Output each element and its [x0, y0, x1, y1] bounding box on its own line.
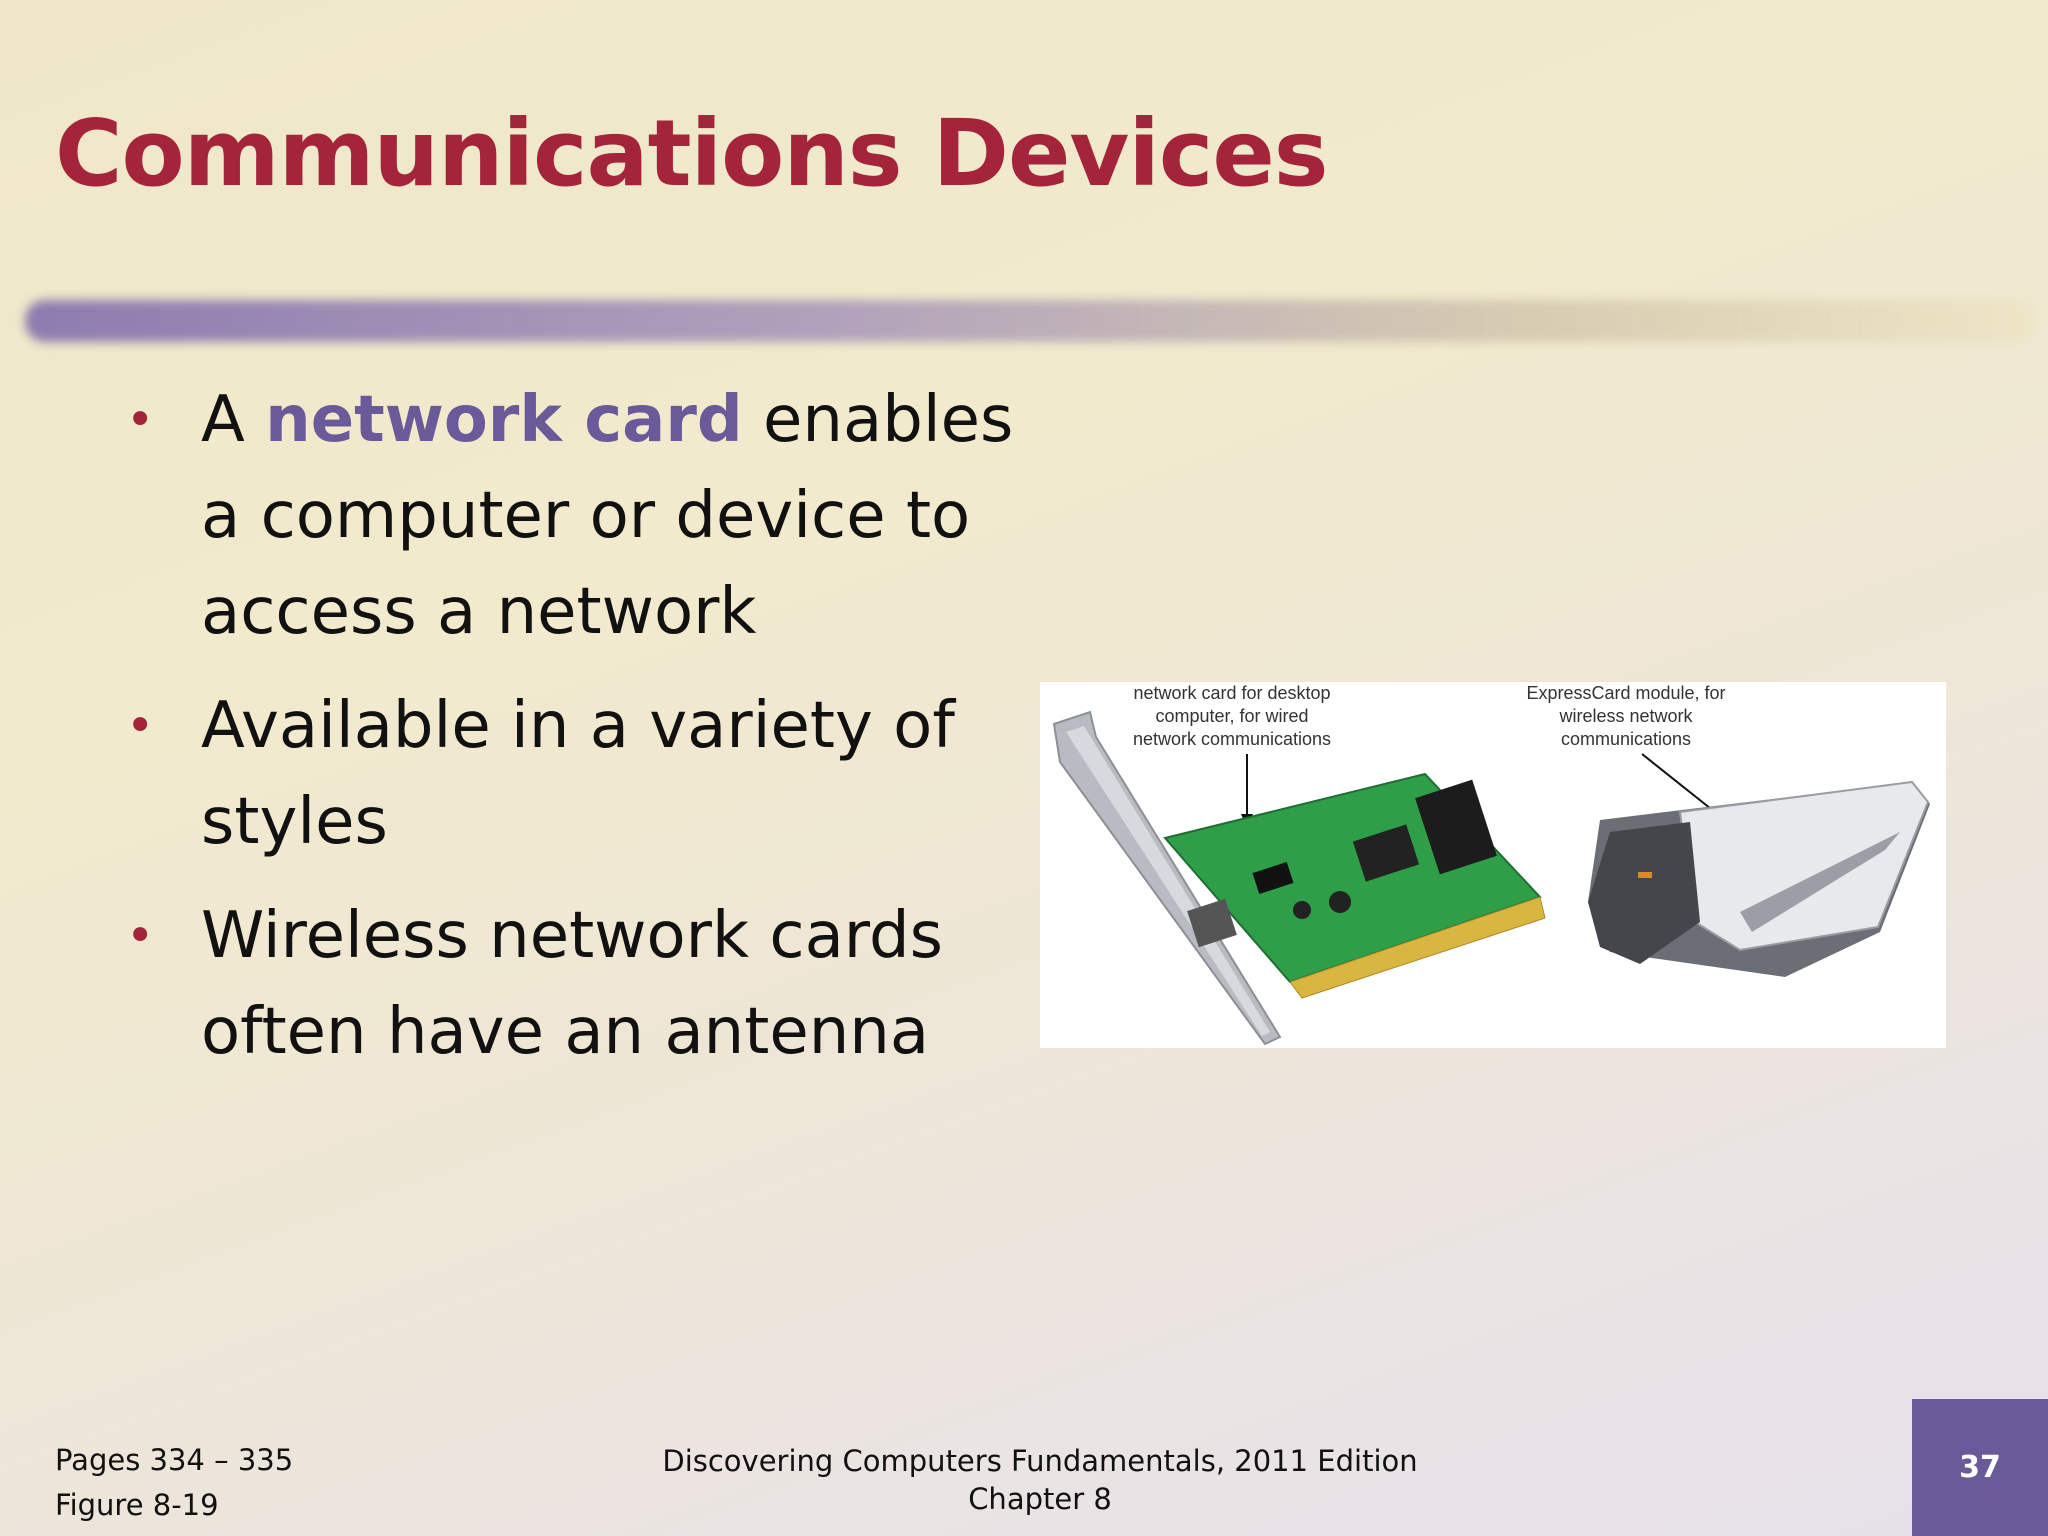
- page-number-badge: 37: [1912, 1399, 2048, 1536]
- bullet-text-pre: A: [201, 383, 266, 457]
- footer-pages: Pages 334 – 335: [55, 1443, 294, 1477]
- bullet-item: • Available in a variety of styles: [120, 678, 1020, 870]
- network-cards-figure: network card for desktop computer, for w…: [1040, 682, 1946, 1048]
- footer-book-title: Discovering Computers Fundamentals, 2011…: [662, 1444, 1418, 1478]
- wireless-card-caption: ExpressCard module, for wireless network…: [1526, 683, 1726, 749]
- bullet-text-post: enables a computer or device to access a…: [201, 383, 1014, 649]
- desktop-network-card-icon: [1052, 710, 1546, 1046]
- footer-chapter: Chapter 8: [968, 1482, 1112, 1516]
- wired-card-caption: network card for desktop computer, for w…: [1132, 683, 1332, 749]
- bullet-icon: •: [126, 698, 155, 754]
- bullet-item: • Wireless network cards often have an a…: [120, 888, 1020, 1080]
- bullet-text: Wireless network cards often have an ant…: [201, 899, 943, 1069]
- key-term: network card: [265, 383, 743, 457]
- expresscard-module-icon: [1588, 780, 1930, 977]
- footer-references: Pages 334 – 335 Figure 8-19: [55, 1438, 293, 1528]
- bullet-text: Available in a variety of styles: [201, 689, 955, 859]
- footer-book-info: Discovering Computers Fundamentals, 2011…: [640, 1442, 1440, 1518]
- bullet-list: • A network card enables a computer or d…: [120, 372, 1020, 1098]
- title-divider: [25, 300, 2035, 342]
- bullet-icon: •: [126, 392, 155, 448]
- bullet-item: • A network card enables a computer or d…: [120, 372, 1020, 660]
- footer-figure-ref: Figure 8-19: [55, 1488, 219, 1522]
- slide-title: Communications Devices: [55, 100, 1329, 207]
- page-number: 37: [1959, 1450, 2001, 1485]
- bullet-icon: •: [126, 908, 155, 964]
- network-cards-illustration: [1052, 710, 1930, 1046]
